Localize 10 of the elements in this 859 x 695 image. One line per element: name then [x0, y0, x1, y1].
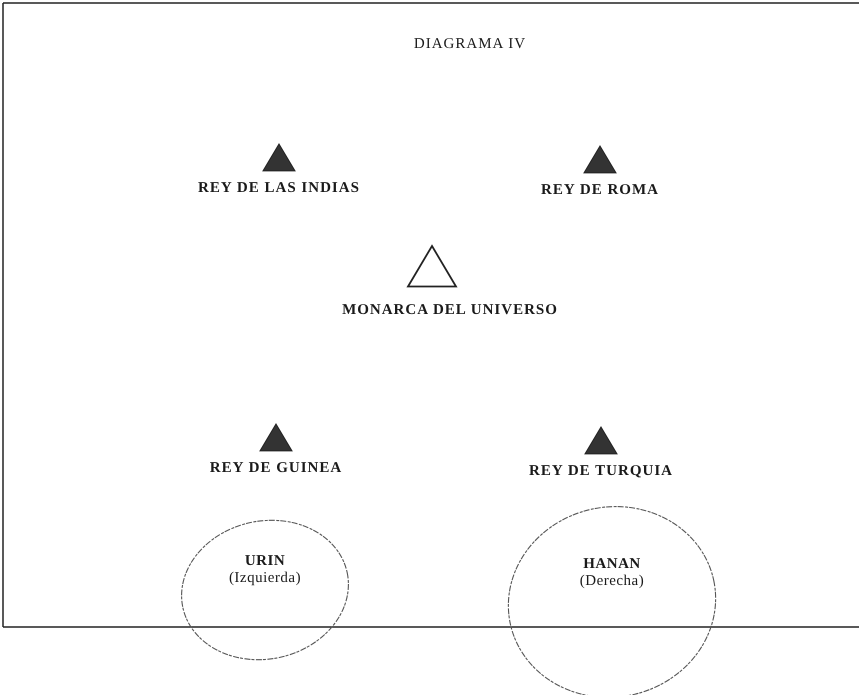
node-label: URIN — [244, 553, 286, 570]
node-label: REY DE GUINEA — [208, 460, 344, 477]
node-sublabel: (Izquierda) — [228, 570, 302, 587]
diagram-title: DIAGRAMA IV — [414, 36, 526, 53]
node-label: REY DE ROMA — [540, 182, 660, 199]
node-sublabel: (Derecha) — [580, 573, 644, 590]
node-label: HANAN — [583, 556, 641, 573]
node-label: REY DE TURQUIA — [528, 462, 674, 480]
node-label: REY DE LAS INDIAS — [197, 180, 361, 197]
node-label: MONARCA DEL UNIVERSO — [341, 302, 559, 318]
